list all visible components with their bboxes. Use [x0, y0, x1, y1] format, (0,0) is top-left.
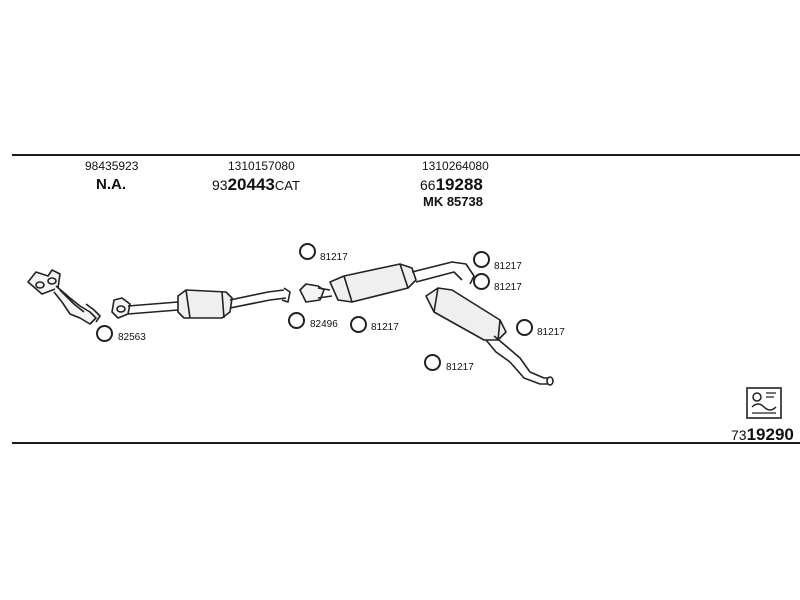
kit-box-icon: [746, 387, 782, 419]
clamp-label-rear-3: 81217: [537, 327, 565, 338]
part-number-2-prefix: 93: [212, 177, 228, 193]
kit-number-prefix: 73: [731, 427, 747, 443]
secondary-number-3: MK 85738: [423, 194, 483, 209]
part-number-3-prefix: 66: [420, 177, 436, 193]
clamp-label-mid-top: 81217: [320, 252, 348, 263]
clamp-ring-rear-1: [473, 251, 490, 268]
top-divider: [12, 154, 800, 156]
part-label-1: N.A.: [96, 176, 126, 193]
part-number-2-suffix: CAT: [274, 178, 300, 193]
clamp-label-rear-2: 81217: [494, 282, 522, 293]
gasket-label-front: 82563: [118, 332, 146, 343]
gasket-ring-mid: [288, 312, 305, 329]
clamp-label-mid-low: 81217: [371, 322, 399, 333]
part-number-2-main: 20443: [227, 175, 275, 194]
clamp-ring-rear-2: [473, 273, 490, 290]
catalytic-converter: [111, 287, 291, 319]
kit-number-main: 19290: [746, 425, 794, 444]
oe-number-1: 98435923: [85, 159, 139, 173]
part-number-3-main: 19288: [435, 175, 483, 194]
part-number-2: 9320443CAT: [212, 176, 300, 194]
clamp-ring-mid-low: [350, 316, 367, 333]
clamp-label-rear-1: 81217: [494, 261, 522, 272]
clamp-ring-mid-top: [299, 243, 316, 260]
gasket-label-mid: 82496: [310, 319, 338, 330]
part-number-3: 6619288: [420, 176, 483, 194]
clamp-label-tail: 81217: [446, 362, 474, 373]
front-pipe: [27, 269, 101, 325]
oe-number-3: 1310264080: [422, 159, 489, 173]
centre-silencer: [329, 261, 475, 303]
clamp-ring-tail: [424, 354, 441, 371]
gasket-ring-front: [96, 325, 113, 342]
bottom-divider: [12, 442, 800, 444]
rear-silencer: [425, 287, 554, 386]
middle-flange: [299, 283, 333, 303]
clamp-ring-rear-3: [516, 319, 533, 336]
kit-number: 7319290: [731, 426, 794, 444]
oe-number-2: 1310157080: [228, 159, 295, 173]
